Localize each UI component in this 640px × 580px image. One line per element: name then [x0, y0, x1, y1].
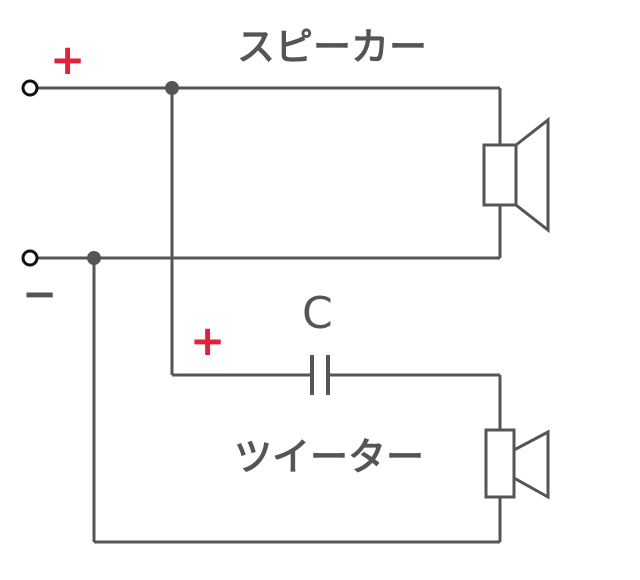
junction-dot-positive	[165, 81, 179, 95]
speaker-label: スピーカー	[237, 25, 427, 69]
speaker-magnet	[482, 143, 518, 207]
junction-dot-negative	[87, 251, 101, 265]
tweeter-magnet	[484, 428, 516, 499]
capacitor-label: C	[302, 288, 333, 339]
tweeter-symbol	[484, 428, 550, 500]
positive-terminal	[21, 79, 39, 97]
negative-sign-main: −	[22, 269, 57, 318]
positive-sign-main: +	[50, 35, 85, 84]
tweeter-cone	[512, 429, 550, 500]
negative-terminal	[21, 249, 39, 267]
speaker-symbol	[482, 116, 550, 234]
positive-sign-tweeter: +	[190, 316, 225, 365]
speaker-cone	[514, 116, 550, 234]
tweeter-label: ツイーター	[234, 435, 424, 479]
